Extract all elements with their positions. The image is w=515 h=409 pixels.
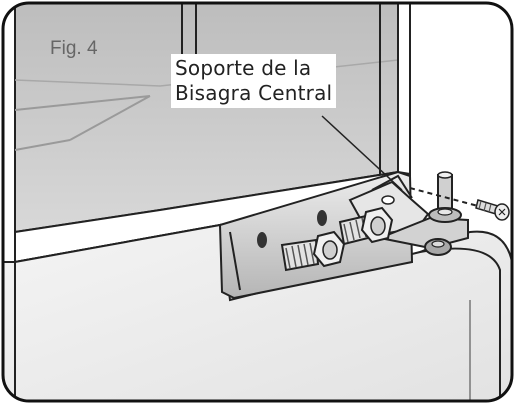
callout-line-1: Soporte de la [175,56,312,80]
callout-label: Soporte de la Bisagra Central [171,54,337,108]
door-frame [379,3,411,180]
rack-lines [14,95,151,151]
hinge-pin-icon [376,171,469,256]
screw-icon [475,199,510,221]
callout-leader [321,115,403,191]
screw-icon [338,206,394,246]
callout-line-2: Bisagra Central [175,81,333,105]
guide-line [409,187,479,207]
screw-icon [280,230,346,272]
figure-label: Fig. 4 [50,38,98,59]
figure-frame [1,1,514,403]
